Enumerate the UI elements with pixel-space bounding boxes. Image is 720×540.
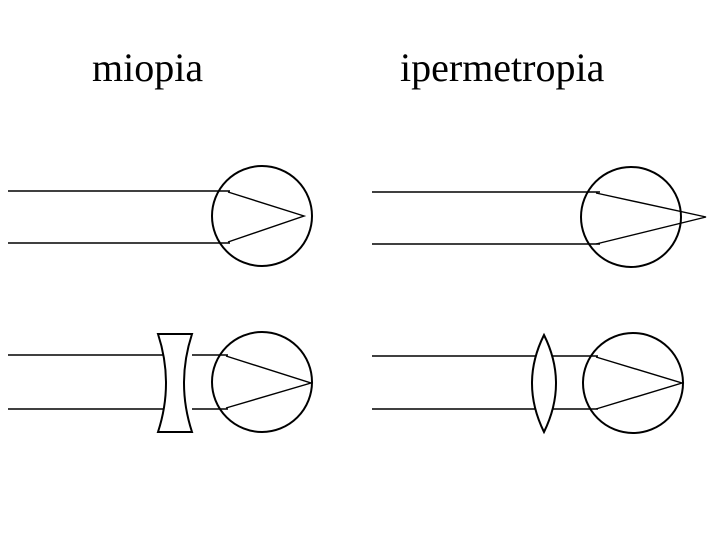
refracted-rays <box>595 192 707 245</box>
eyeball-ipermetropia <box>580 166 682 268</box>
title-ipermetropia: ipermetropia <box>400 45 605 90</box>
panel-ipermetropia-uncorrected <box>372 166 707 268</box>
eyeball-miopia-corrected <box>211 331 313 433</box>
panel-miopia-corrected <box>8 331 314 433</box>
refracted-rays <box>595 356 685 410</box>
panel-ipermetropia-corrected <box>372 332 685 435</box>
eyeball-ipermetropia-corrected <box>582 332 684 434</box>
concave-lens <box>156 333 194 433</box>
convex-lens <box>531 332 557 435</box>
eyeball-miopia <box>211 165 313 267</box>
refracted-rays <box>227 191 307 243</box>
refracted-rays <box>225 355 314 409</box>
panel-miopia-uncorrected <box>8 165 313 267</box>
title-miopia: miopia <box>92 45 204 90</box>
